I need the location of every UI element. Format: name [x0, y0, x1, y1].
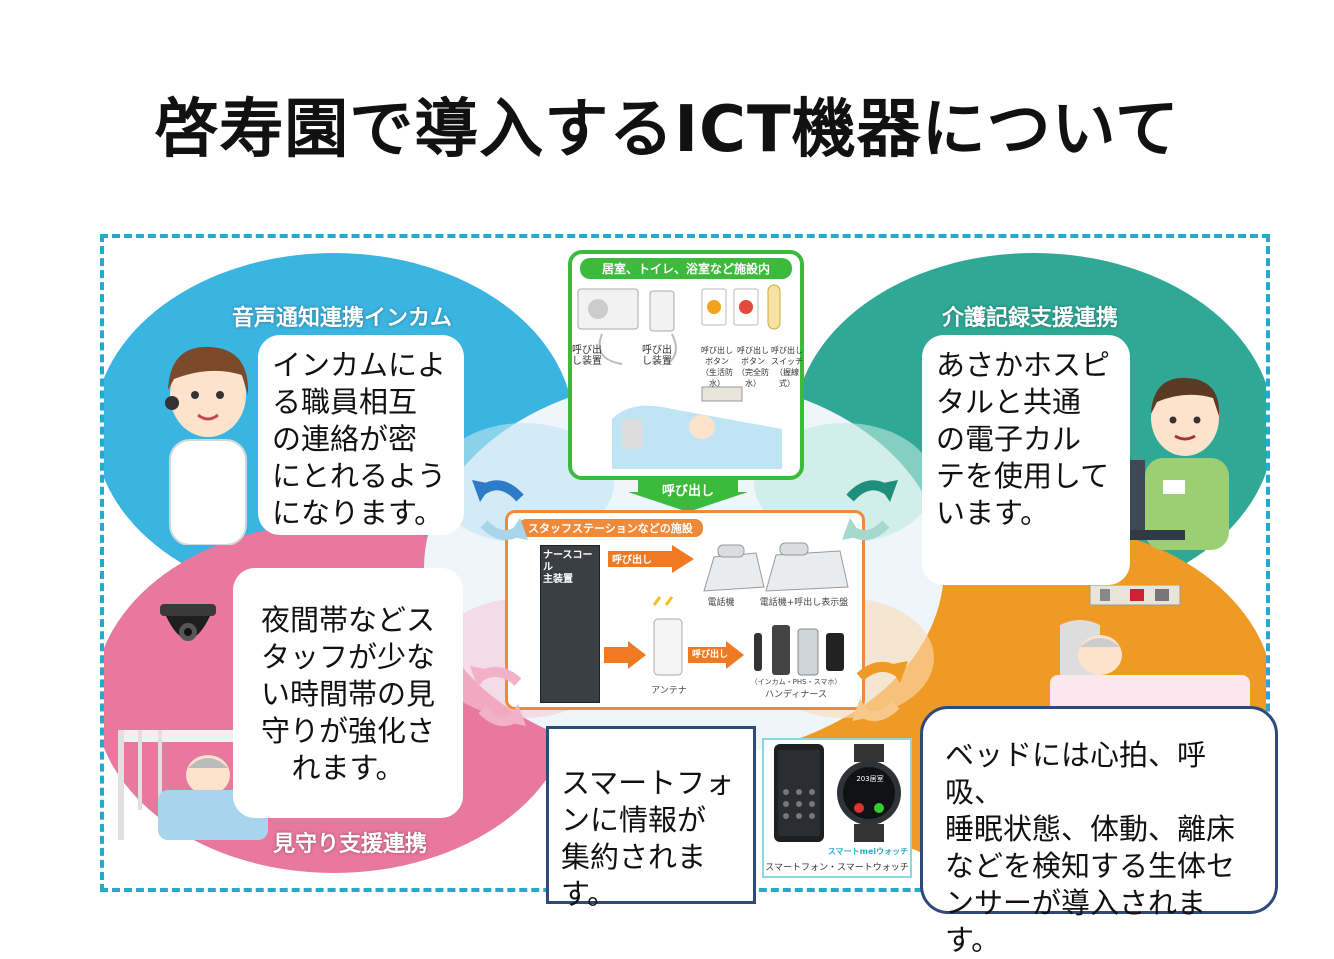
nursecall-main-unit: ナースコール 主装置: [540, 545, 600, 703]
station-arrow-1-label: 呼び出し: [612, 555, 652, 566]
antenna-label: アンテナ: [651, 686, 687, 696]
nurse-illustration: [165, 346, 249, 545]
phone-watch-panel: 203居室 スマートmeiウォッチ スマートフォン・スマートウォッチ: [762, 738, 912, 878]
handy-label: ハンディナース: [765, 690, 827, 700]
device-label-3: 呼び出しボタン（生活防水）: [701, 346, 733, 388]
station-arrow-1: [608, 545, 694, 573]
phone2-label: 電話機+呼出し表示盤: [759, 598, 849, 608]
station-arrow-3-label: 呼び出し: [692, 650, 729, 660]
watch-screen-text: 203居室: [856, 775, 884, 783]
records-text: あさかホスピ タルと共通 の電子カル テを使用して います。: [922, 335, 1130, 585]
sensor-text: ベッドには心拍、呼吸、 睡眠状態、体動、離床 などを検知する生体セ ンサーが導入…: [920, 706, 1278, 957]
watch-text: 夜間帯などス タッフが少な い時間帯の見 守りが強化さ れます。: [233, 568, 463, 818]
facility-label: 居室、トイレ、浴室など施設内: [580, 258, 792, 279]
nursecall-label: ナースコール 主装置: [543, 550, 593, 585]
staff-illustration: [1145, 377, 1229, 550]
station-panel: スタッフステーションなどの施設 ナースコール 主装置 呼び出し 呼び出し 電話機…: [505, 510, 865, 710]
smartphone-text: スマートフォ ンに情報が 集約されます。: [546, 726, 756, 911]
phone1-label: 電話機: [707, 598, 735, 608]
label-records: 介護記録支援連携: [941, 306, 1118, 331]
antenna-illustration: [652, 596, 683, 676]
bed-resident-illustration: [1050, 585, 1250, 715]
call-down-label: 呼び出し: [661, 484, 714, 499]
arrow-watch-icon: [470, 666, 526, 726]
station-label: スタッフステーションなどの施設: [518, 519, 703, 537]
call-down-arrow: [628, 478, 748, 512]
arrow-sensor-icon: [852, 661, 908, 721]
phone-watch-illustration: [774, 744, 901, 842]
facility-devices-illustration: [577, 284, 782, 469]
arrow-records-icon: [842, 480, 898, 540]
monitor-icon: [1125, 460, 1185, 540]
security-camera-icon: [160, 604, 216, 641]
arrow-intercom-icon: [472, 480, 528, 540]
intercom-text: インカムによ る職員相互 の連絡が密 にとれるよう になります。: [258, 335, 464, 535]
watch-name: スマートmeiウォッチ: [827, 847, 909, 856]
label-intercom: 音声通知連携インカム: [231, 306, 452, 331]
station-arrow-3: [688, 641, 744, 669]
handy-devices-illustration: [754, 625, 844, 676]
phones-illustration: [703, 542, 849, 592]
page-title: 啓寿園で導入するICT機器について: [154, 93, 1180, 167]
device-label-2: 呼び出し装置: [642, 345, 672, 367]
phone-panel-caption: スマートフォン・スマートウォッチ: [765, 863, 909, 873]
device-label-5: 呼び出しスイッチ（握線式）: [771, 346, 803, 388]
station-arrow-2: [604, 641, 646, 669]
device-label-1: 呼び出し装置: [572, 345, 602, 367]
handy-sub-label: （インカム・PHS・スマホ）: [750, 678, 842, 686]
facility-panel: 居室、トイレ、浴室など施設内: [568, 250, 804, 480]
device-label-4: 呼び出しボタン（完全防水）: [737, 346, 769, 388]
label-watch: 見守り支援連携: [272, 832, 427, 857]
